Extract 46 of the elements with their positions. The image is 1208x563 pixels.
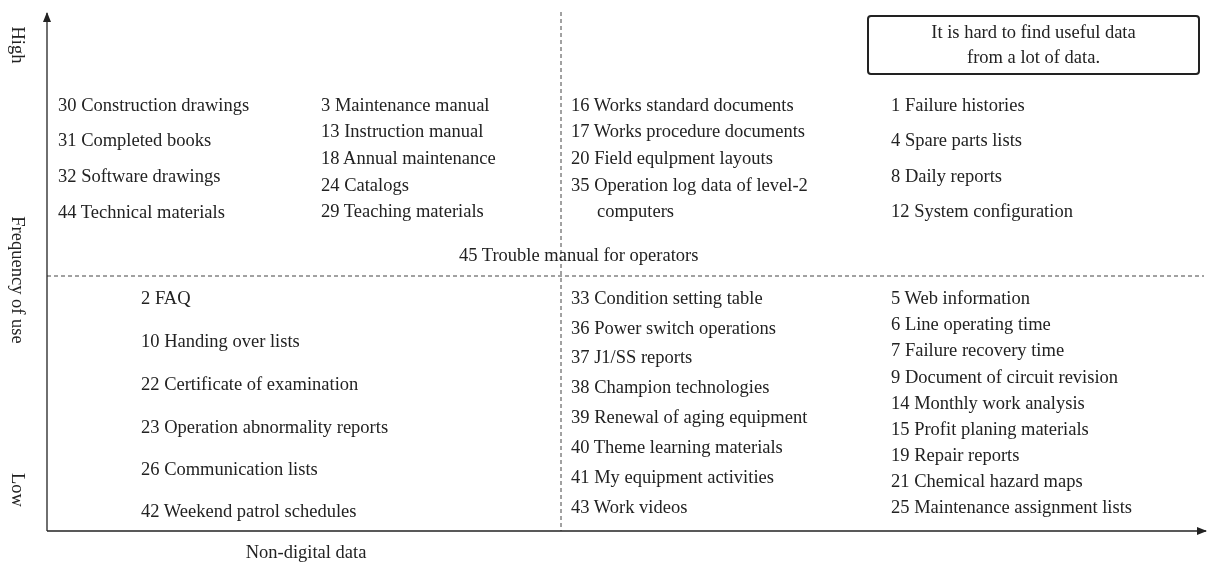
axis-label: Frequency of use — [7, 216, 29, 344]
item-label: 15 Profit planing materials — [891, 418, 1089, 441]
item-label: 45 Trouble manual for operators — [459, 244, 699, 267]
item-label: 16 Works standard documents — [571, 94, 794, 117]
item-label: 29 Teaching materials — [321, 200, 484, 223]
item-label: 5 Web information — [891, 287, 1030, 310]
item-label: 31 Completed books — [58, 129, 212, 152]
item-label: 41 My equipment activities — [571, 466, 774, 489]
item-label: 13 Instruction manual — [321, 120, 484, 143]
item-label: 14 Monthly work analysis — [891, 392, 1085, 415]
item-label: 18 Annual maintenance — [321, 147, 496, 170]
item-label: 40 Theme learning materials — [571, 436, 783, 459]
item-label: 42 Weekend patrol schedules — [141, 500, 357, 523]
item-label: 33 Condition setting table — [571, 287, 763, 310]
item-label: 37 J1/SS reports — [571, 346, 693, 369]
item-label: 10 Handing over lists — [141, 330, 300, 353]
axis-label: High — [7, 26, 29, 64]
item-label: 19 Repair reports — [891, 444, 1020, 467]
item-label: 38 Champion technologies — [571, 376, 770, 399]
item-label: 21 Chemical hazard maps — [891, 470, 1083, 493]
item-label: 12 System configuration — [891, 200, 1073, 223]
item-label: 26 Communication lists — [141, 458, 318, 481]
item-label: 30 Construction drawings — [58, 94, 250, 117]
item-label: 6 Line operating time — [891, 313, 1051, 336]
item-label: 4 Spare parts lists — [891, 129, 1023, 152]
item-label: 25 Maintenance assignment lists — [891, 496, 1132, 519]
item-label: 32 Software drawings — [58, 165, 221, 188]
item-label: 24 Catalogs — [321, 174, 409, 197]
item-label: 3 Maintenance manual — [321, 94, 490, 117]
item-label: 2 FAQ — [141, 287, 191, 310]
item-label: 43 Work videos — [571, 496, 688, 519]
item-label: 44 Technical materials — [58, 201, 225, 224]
item-label: 1 Failure histories — [891, 94, 1025, 117]
axis-label: Low — [7, 473, 29, 507]
item-label: 36 Power switch operations — [571, 317, 776, 340]
callout-box: It is hard to find useful data from a lot of data. — [867, 15, 1200, 75]
item-label: 7 Failure recovery time — [891, 339, 1065, 362]
item-label: 39 Renewal of aging equipment — [571, 406, 808, 429]
item-label: 35 Operation log data of level-2 computers — [571, 174, 809, 223]
item-label: 22 Certificate of examination — [141, 373, 359, 396]
item-label: 23 Operation abnormality reports — [141, 416, 389, 439]
item-label: 20 Field equlpment layouts — [571, 147, 773, 170]
axis-label: Non-digital data — [245, 541, 367, 563]
item-label: 9 Document of circuit revision — [891, 366, 1119, 389]
item-label: 17 Works procedure documents — [571, 120, 805, 143]
item-label: 8 Daily reports — [891, 165, 1002, 188]
